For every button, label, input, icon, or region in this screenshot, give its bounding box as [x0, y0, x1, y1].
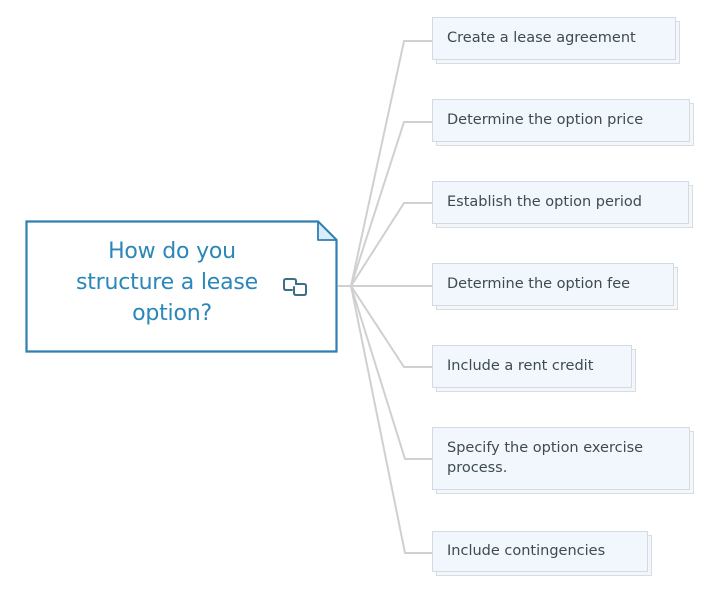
topic-specify-option-exercise-process[interactable]: Specify the option exercise process. — [432, 427, 694, 494]
central-topic-title: How do you structure a lease option? — [47, 236, 297, 329]
topic-label: Establish the option period — [447, 194, 642, 210]
central-title-line-2: structure a lease — [75, 270, 259, 295]
topic-face — [432, 345, 632, 388]
topic-label: Include contingencies — [447, 543, 606, 559]
topic-label: Include a rent credit — [447, 358, 594, 374]
topic-determine-option-fee[interactable]: Determine the option fee — [432, 263, 678, 310]
linked-topic-icon[interactable] — [281, 276, 311, 298]
topic-label: Create a lease agreement — [447, 30, 636, 46]
central-title-line-3: option? — [132, 301, 212, 326]
topic-label: Determine the option price — [447, 112, 644, 128]
central-topic-frame — [25, 220, 338, 353]
topic-label-line-2: process. — [447, 460, 508, 476]
topic-face — [432, 99, 690, 142]
topic-establish-option-period[interactable]: Establish the option period — [432, 181, 693, 228]
topic-include-rent-credit[interactable]: Include a rent credit — [432, 345, 636, 392]
topic-face — [432, 427, 690, 490]
central-title-line-1: How do you — [108, 239, 236, 264]
topic-label: Specify the option exercise process. — [447, 438, 682, 478]
central-topic[interactable]: How do you structure a lease option? — [25, 220, 338, 353]
topic-determine-option-price[interactable]: Determine the option price — [432, 99, 694, 146]
topic-face — [432, 263, 674, 306]
topic-face — [432, 181, 689, 224]
topic-include-contingencies[interactable]: Include contingencies — [432, 531, 652, 576]
topic-face — [432, 17, 676, 60]
topic-face — [432, 531, 648, 572]
topic-label: Determine the option fee — [447, 276, 631, 292]
topic-label-line-1: Specify the option exercise — [447, 440, 644, 456]
topic-create-lease-agreement[interactable]: Create a lease agreement — [432, 17, 680, 64]
